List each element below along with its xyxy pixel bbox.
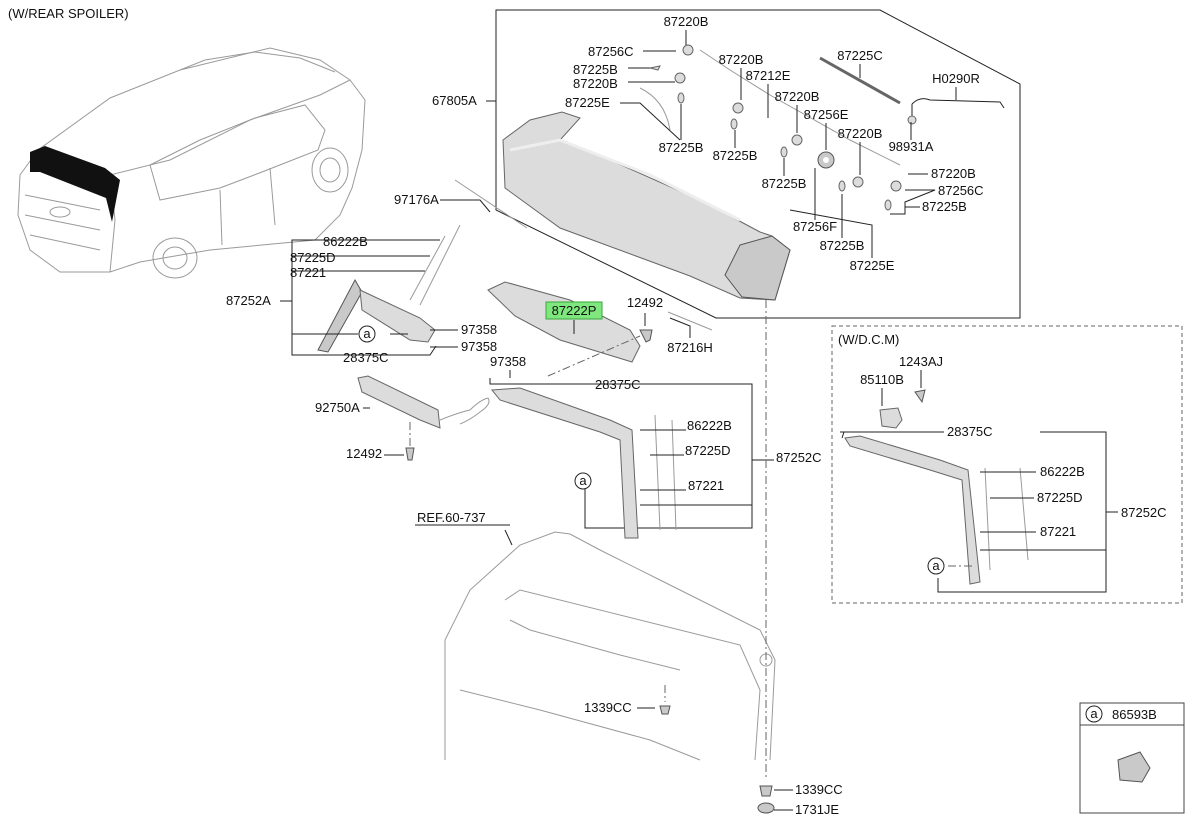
part-label-87225e[interactable]: 87225E	[565, 95, 610, 110]
circle-markers: a a a	[358, 325, 945, 575]
part-label-87221[interactable]: 87221	[290, 265, 326, 280]
part-label-87256e[interactable]: 87256E	[804, 107, 849, 122]
part-label-87225b[interactable]: 87225B	[820, 238, 865, 253]
dcm-title: (W/D.C.M)	[838, 332, 899, 347]
part-label-87220b[interactable]: 87220B	[573, 76, 618, 91]
highlighted-part[interactable]: 87222P	[545, 301, 603, 320]
part-label-87256f[interactable]: 87256F	[793, 219, 837, 234]
callout-marker: a	[1090, 706, 1098, 721]
part-label-1339cc[interactable]: 1339CC	[584, 700, 632, 715]
part-label-98931a[interactable]: 98931A	[889, 139, 934, 154]
part-label-h0290r[interactable]: H0290R	[932, 71, 980, 86]
part-label-87225d[interactable]: 87225D	[685, 443, 731, 458]
part-label-87212e[interactable]: 87212E	[746, 68, 791, 83]
part-label-87225d[interactable]: 87225D	[1037, 490, 1083, 505]
svg-text:a: a	[932, 558, 940, 573]
part-label-87252c[interactable]: 87252C	[776, 450, 822, 465]
part-label-87216h[interactable]: 87216H	[667, 340, 713, 355]
part-label-28375c[interactable]: 28375C	[595, 377, 641, 392]
part-label-ref.60-737[interactable]: REF.60-737	[417, 510, 486, 525]
callout-box: a 86593B	[1079, 702, 1185, 814]
part-label-28375c[interactable]: 28375C	[947, 424, 993, 439]
part-label-87225b[interactable]: 87225B	[762, 176, 807, 191]
callout-part-label: 86593B	[1112, 707, 1157, 722]
highlighted-part-label: 87222P	[552, 303, 597, 318]
part-label-87220b[interactable]: 87220B	[719, 52, 764, 67]
part-label-28375c[interactable]: 28375C	[343, 350, 389, 365]
part-label-1339cc[interactable]: 1339CC	[795, 782, 843, 797]
center-parts	[357, 281, 774, 539]
part-label-87220b[interactable]: 87220B	[664, 14, 709, 29]
part-label-97358[interactable]: 97358	[461, 339, 497, 354]
part-label-87225b[interactable]: 87225B	[713, 148, 758, 163]
part-label-1731je[interactable]: 1731JE	[795, 802, 839, 817]
part-label-87220b[interactable]: 87220B	[838, 126, 883, 141]
part-label-87225c[interactable]: 87225C	[837, 48, 883, 63]
part-label-87220b[interactable]: 87220B	[775, 89, 820, 104]
part-labels: 87220B87256C87225B87220B87225E87220B8721…	[226, 14, 1167, 817]
part-label-87256c[interactable]: 87256C	[938, 183, 984, 198]
part-label-86222b[interactable]: 86222B	[687, 418, 732, 433]
variant-label: (W/REAR SPOILER)	[8, 6, 129, 21]
part-label-87252c[interactable]: 87252C	[1121, 505, 1167, 520]
part-label-87221[interactable]: 87221	[688, 478, 724, 493]
part-label-92750a[interactable]: 92750A	[315, 400, 360, 415]
part-label-85110b[interactable]: 85110B	[860, 372, 904, 387]
car-illustration	[17, 47, 366, 279]
part-label-87221[interactable]: 87221	[1040, 524, 1076, 539]
part-label-97176a[interactable]: 97176A	[394, 192, 439, 207]
part-label-86222b[interactable]: 86222B	[1040, 464, 1085, 479]
part-label-87256c[interactable]: 87256C	[588, 44, 634, 59]
part-label-97358[interactable]: 97358	[490, 354, 526, 369]
circle-marker: a	[574, 472, 592, 490]
part-label-86222b[interactable]: 86222B	[323, 234, 368, 249]
part-label-87225d[interactable]: 87225D	[290, 250, 336, 265]
circle-marker: a	[358, 325, 376, 343]
part-label-87225b[interactable]: 87225B	[922, 199, 967, 214]
circle-marker: a	[927, 557, 945, 575]
left-bracket-assembly	[280, 179, 528, 356]
part-label-12492[interactable]: 12492	[627, 295, 663, 310]
part-label-1243aj[interactable]: 1243AJ	[899, 354, 943, 369]
tailgate	[415, 300, 793, 814]
svg-text:a: a	[363, 326, 371, 341]
svg-text:a: a	[579, 473, 587, 488]
dcm-box: (W/D.C.M)	[831, 325, 1183, 604]
part-label-67805a[interactable]: 67805A	[432, 93, 477, 108]
spoiler-panel	[495, 9, 1021, 319]
spoiler-hardware	[639, 44, 1005, 211]
part-label-97358[interactable]: 97358	[461, 322, 497, 337]
part-label-87220b[interactable]: 87220B	[931, 166, 976, 181]
part-label-87225e[interactable]: 87225E	[850, 258, 895, 273]
spoiler-leaders	[486, 30, 957, 258]
part-label-12492[interactable]: 12492	[346, 446, 382, 461]
part-label-87225b[interactable]: 87225B	[659, 140, 704, 155]
part-label-87225b[interactable]: 87225B	[573, 62, 618, 77]
part-label-87252a[interactable]: 87252A	[226, 293, 271, 308]
